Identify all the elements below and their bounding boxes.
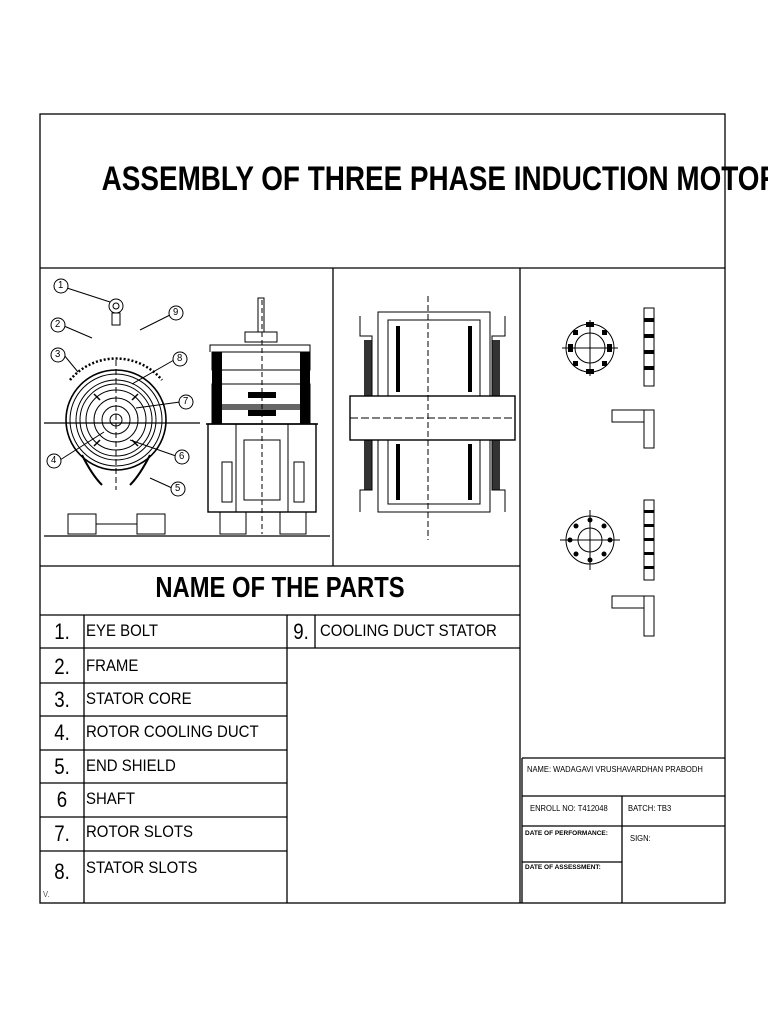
part-name: EYE BOLT xyxy=(86,621,159,640)
part-name: COOLING DUCT STATOR xyxy=(320,621,497,640)
part-number: 1. xyxy=(54,619,70,644)
callout-8: 8 xyxy=(177,353,183,364)
callout-1: 1 xyxy=(58,280,64,291)
part-name: STATOR SLOTS xyxy=(86,858,198,877)
callout-5: 5 xyxy=(175,483,181,494)
part-name: FRAME xyxy=(86,656,139,675)
corner-mark: V. xyxy=(43,890,50,899)
callout-7: 7 xyxy=(183,396,189,407)
part-name: SHAFT xyxy=(86,789,136,808)
callout-2: 2 xyxy=(55,319,61,330)
callout-4: 4 xyxy=(51,455,57,466)
part-number: 5. xyxy=(54,754,70,779)
date-of-performance: DATE OF PERFORMANCE: xyxy=(525,830,608,837)
part-name: END SHIELD xyxy=(86,756,176,775)
callout-6: 6 xyxy=(179,451,185,462)
part-number: 8. xyxy=(54,859,70,884)
batch: BATCH: TB3 xyxy=(628,804,672,813)
part-name: ROTOR SLOTS xyxy=(86,822,193,841)
drawing-title: ASSEMBLY OF THREE PHASE INDUCTION MOTOR xyxy=(101,160,768,198)
enroll-number: ENROLL NO: T412048 xyxy=(530,804,608,813)
date-of-assessment: DATE OF ASSESSMENT: xyxy=(525,864,601,871)
sign-label: SIGN: xyxy=(630,834,651,843)
part-number: 6 xyxy=(56,787,68,812)
callout-3: 3 xyxy=(55,349,61,360)
part-number: 3. xyxy=(54,687,70,712)
part-number: 4. xyxy=(54,720,70,745)
part-name: ROTOR COOLING DUCT xyxy=(86,722,259,741)
part-name: STATOR CORE xyxy=(86,689,192,708)
student-name: NAME: WADAGAVI VRUSHAVARDHAN PRABODH xyxy=(527,765,703,774)
part-number: 7. xyxy=(54,821,70,846)
part-number: 9. xyxy=(293,619,309,644)
callout-9: 9 xyxy=(173,307,179,318)
part-number: 2. xyxy=(54,654,70,679)
parts-heading: NAME OF THE PARTS xyxy=(155,572,405,604)
